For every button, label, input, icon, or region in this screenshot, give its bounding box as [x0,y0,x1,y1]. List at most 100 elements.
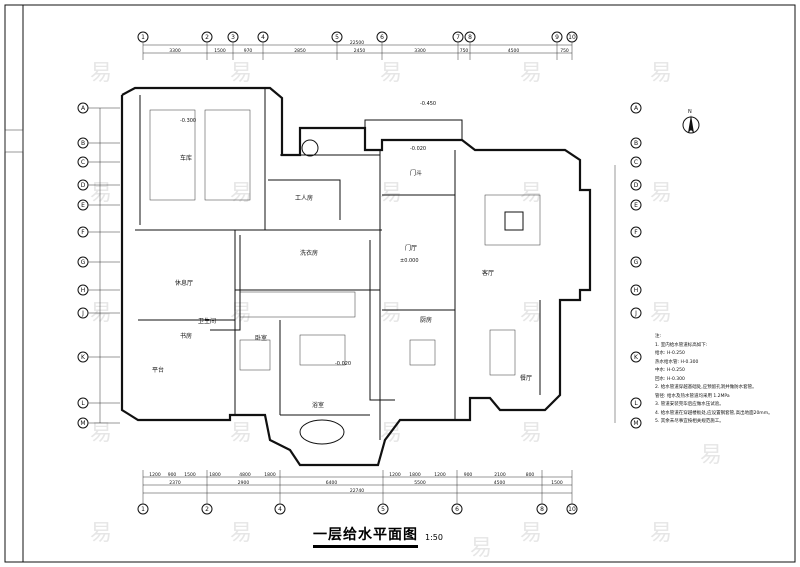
axis-label: A [81,105,86,112]
sofa-set [484,194,541,246]
axis-bubble [630,256,642,268]
note-line: 中水: H-0.250 [655,368,685,373]
axis-label: 10 [568,506,576,513]
dimension-value: 2900 [238,480,250,486]
dimension-value: 6400 [326,480,338,486]
building-walls [120,86,592,467]
level-mark: -0.020 [335,361,351,367]
dimension-value: 2450 [354,48,366,54]
axis-label: 4 [278,506,282,513]
level-mark: -0.020 [410,146,426,152]
room-label: 平台 [152,366,164,374]
axis-label: A [634,105,639,112]
room-label: 浴室 [312,401,324,409]
watermark: 易 [230,181,252,206]
watermark: 易 [650,61,672,86]
watermark: 易 [520,181,542,206]
axis-label: B [81,140,85,147]
room-label: 书房 [180,332,192,340]
axis-label: 2 [205,34,209,41]
watermark: 易 [90,521,112,546]
room-label: 卫生间 [198,317,216,325]
note-line: 回水: H-0.300 [655,376,685,382]
watermark: 易 [90,61,112,86]
dimension-value: 900 [168,472,177,478]
watermark: 易 [230,301,252,326]
drawing-title: 一层给水平面图 [313,524,418,548]
watermark: 易 [230,521,252,546]
note-line: 管径: 给水及热水管道均采用 1.2MPa [655,393,730,399]
room-labels: 车库工人房洗衣房休息厅门斗门厅客厅厨房餐厅卧室平台书房浴室卫生间-0.300-0… [152,101,532,409]
watermark: 易 [520,421,542,446]
title-strip [4,4,24,563]
axis-label: 3 [231,34,235,41]
watermark: 易 [90,421,112,446]
note-line: 2. 给水管道穿越基础处,应预留孔洞并做防水套管。 [655,385,757,390]
kitchen-island [409,339,436,366]
axis-label: H [81,287,86,294]
axis-label: E [634,202,638,209]
axis-label: E [81,202,85,209]
axis-label: M [80,420,85,427]
axis-label: 8 [468,34,472,41]
room-label: 车库 [180,154,192,162]
dimension-value: 1200 [149,472,161,478]
note-line: 4. 给水管道在穿越楼板处,应设置钢套管,高出地面20mm。 [655,410,773,416]
coffee-table [504,211,524,231]
dimension-value: 4500 [494,480,506,486]
axis-label: G [634,259,639,266]
axis-label: K [81,354,86,361]
axis-bubble [630,417,642,429]
axis-label: G [81,259,86,266]
note-line: 热水给水管: H-0.300 [655,359,699,365]
axis-label: K [634,354,639,361]
axis-bubble [630,284,642,296]
dimension-value: 2850 [294,48,306,54]
axis-label: 6 [380,34,384,41]
dimension-value: 750 [560,48,569,54]
watermark: 易 [90,301,112,326]
room-label: 客厅 [482,269,494,277]
water-pipe [369,240,395,401]
axis-label: C [634,159,638,166]
staircase [239,291,356,318]
dimension-value: 1500 [214,48,226,54]
axis-label: 4 [261,34,265,41]
room-label: 厨房 [420,316,432,324]
axis-label: D [81,182,86,189]
design-notes: 注: 1. 室内给水管道标高如下: 给水: H-0.250 热水给水管: H-0… [655,333,773,427]
dimension-value: 750 [460,48,469,54]
axis-label: D [634,182,639,189]
axis-label: F [634,229,638,236]
watermark: 易 [470,536,492,561]
axis-bubble [630,156,642,168]
water-pipe [210,235,241,331]
dimension-value: 970 [244,48,253,54]
axis-label: J [81,310,84,317]
dimension-value: 1800 [209,472,221,478]
axis-label: 8 [540,506,544,513]
axis-label: L [634,400,638,407]
watermark: 易 [230,421,252,446]
watermark: 易 [700,443,722,468]
axis-label: L [81,400,85,407]
watermark: 易 [650,301,672,326]
watermark: 易 [650,521,672,546]
axis-label: F [81,229,85,236]
dimension-value: 1200 [389,472,401,478]
room-label: 门厅 [405,244,417,252]
axis-bubble [630,397,642,409]
axis-bubble [630,179,642,191]
dimension-value: 5500 [414,480,426,486]
axis-label: M [633,420,638,427]
bed [239,339,271,371]
axis-label: 10 [568,34,576,41]
dimension-value: 4500 [508,48,520,54]
level-mark: -0.450 [420,101,436,107]
drawing-scale: 1:50 [425,533,443,542]
title-strip-stamp [4,129,24,153]
axis-label: 6 [455,506,459,513]
dining-table [489,329,516,376]
watermark: 易 [520,301,542,326]
